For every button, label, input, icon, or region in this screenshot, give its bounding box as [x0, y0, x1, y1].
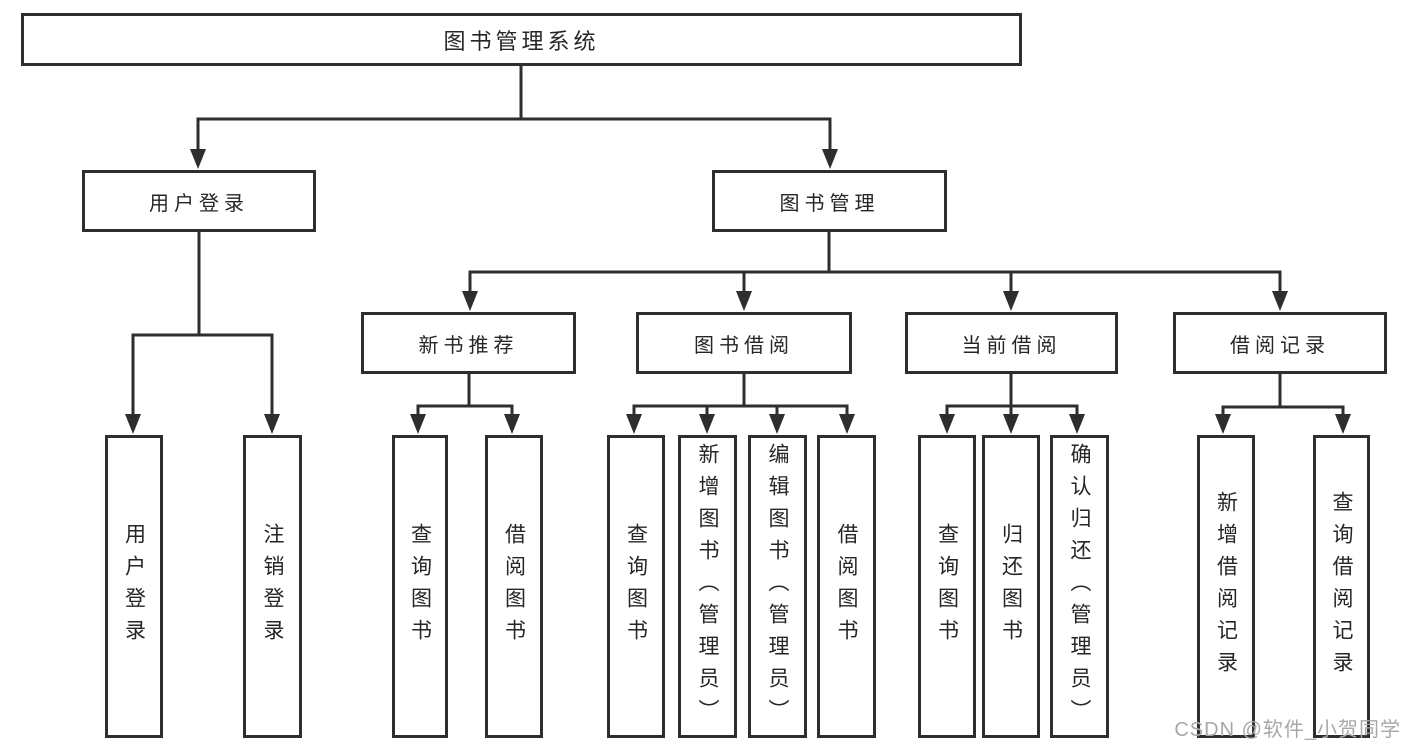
- node-label: 图书借阅: [694, 334, 794, 357]
- node-book-borrow: 图书借阅: [636, 312, 852, 374]
- watermark-text: CSDN @软件_小贺同学: [1174, 719, 1401, 741]
- node-label: 图书管理系统: [443, 28, 600, 54]
- leaf-logout: 注销登录: [243, 435, 302, 738]
- leaf-query-book-borrow: 查询图书: [607, 435, 665, 738]
- node-borrow-records: 借阅记录: [1173, 312, 1387, 374]
- node-label: 当前借阅: [961, 334, 1062, 357]
- leaf-query-borrow-record: 查询借阅记录: [1313, 435, 1370, 738]
- node-label: 借阅记录: [1230, 334, 1330, 357]
- node-label: 查询图书: [624, 522, 648, 651]
- leaf-query-book-current: 查询图书: [918, 435, 976, 738]
- node-label: 用户登录: [149, 192, 249, 215]
- node-new-book-recommend: 新书推荐: [361, 312, 576, 374]
- node-label: 查询图书: [935, 522, 959, 651]
- node-label: 归还图书: [999, 522, 1023, 651]
- node-current-borrow: 当前借阅: [905, 312, 1118, 374]
- node-label: 查询图书: [408, 522, 432, 651]
- node-label: 编辑图书（管理员）: [766, 442, 789, 731]
- leaf-confirm-return-admin: 确认归还（管理员）: [1050, 435, 1109, 738]
- arrowheads: [125, 149, 1351, 434]
- node-label: 新增借阅记录: [1214, 490, 1238, 683]
- node-label: 注销登录: [261, 522, 284, 651]
- node-label: 查询借阅记录: [1330, 490, 1353, 683]
- leaf-add-book-admin: 新增图书（管理员）: [678, 435, 737, 738]
- leaf-user-login: 用户登录: [105, 435, 163, 738]
- node-label: 确认归还（管理员）: [1068, 442, 1091, 731]
- node-label: 新书推荐: [418, 334, 519, 357]
- node-label: 图书管理: [779, 192, 880, 215]
- node-library-management-system: 图书管理系统: [21, 13, 1022, 66]
- node-user-login: 用户登录: [82, 170, 316, 232]
- leaf-borrow-book: 借阅图书: [817, 435, 876, 738]
- leaf-borrow-book-recommend: 借阅图书: [485, 435, 543, 738]
- leaf-query-book-recommend: 查询图书: [392, 435, 448, 738]
- node-label: 用户登录: [122, 522, 146, 651]
- node-label: 新增图书（管理员）: [696, 442, 719, 731]
- leaf-return-book: 归还图书: [982, 435, 1040, 738]
- node-book-management: 图书管理: [712, 170, 947, 232]
- node-label: 借阅图书: [835, 522, 858, 651]
- leaf-edit-book-admin: 编辑图书（管理员）: [748, 435, 807, 738]
- leaf-add-borrow-record: 新增借阅记录: [1197, 435, 1255, 738]
- node-label: 借阅图书: [502, 522, 526, 651]
